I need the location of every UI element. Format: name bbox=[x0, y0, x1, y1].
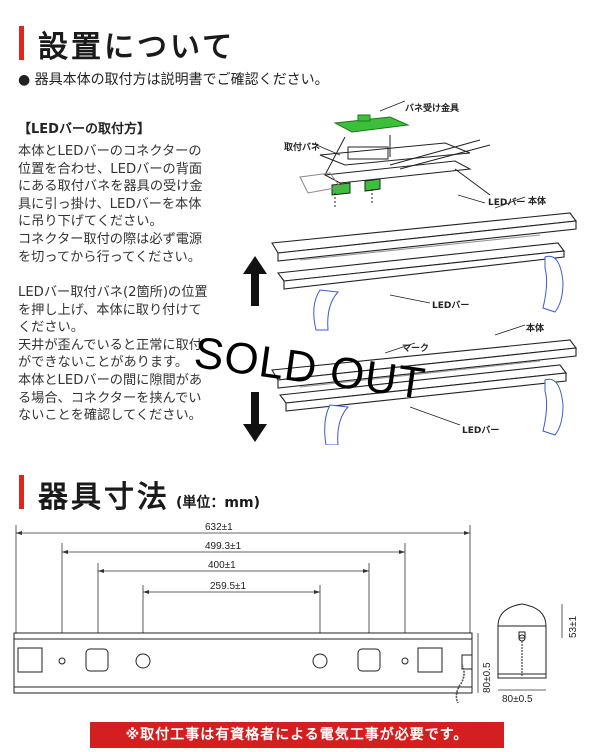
dim-profile-height: 53±1 bbox=[568, 615, 579, 638]
hand-left-upper bbox=[313, 289, 340, 331]
label-bracket: バネ受け金具 bbox=[405, 104, 460, 114]
bracket-detail bbox=[299, 114, 491, 207]
dimensions-title: 器具寸法 bbox=[38, 480, 170, 515]
arrow-up-icon bbox=[243, 256, 267, 306]
hand-left-lower bbox=[324, 404, 350, 445]
dim-overall: 632±1 bbox=[205, 522, 233, 533]
subheading-ledbar-install: 【LEDバーの取付方】 bbox=[18, 122, 150, 137]
dim-outer-holes: 499.3±1 bbox=[205, 541, 242, 552]
label-ledbar-c: LEDバー bbox=[462, 426, 500, 436]
label-ledbar-b: LEDバー bbox=[432, 301, 470, 311]
dimension-drawing-front: 632±1 499.3±1 400±1 259.5±1 80±0.5 bbox=[13, 522, 493, 704]
dimensions-unit: (単位：mm) bbox=[176, 495, 260, 511]
label-ledbar-a: LEDバー bbox=[488, 198, 526, 208]
label-spring: 取付バネ bbox=[284, 143, 321, 153]
install-note: ● 器具本体の取付方は説明書でご確認ください。 bbox=[18, 72, 329, 88]
arrow-down-icon bbox=[243, 392, 267, 442]
dimension-drawing-profile: 53±1 80±0.5 bbox=[497, 603, 579, 705]
footer-warning: ※取付工事は有資格者による電気工事が必要です。 bbox=[90, 722, 504, 748]
section-title-dimensions: 器具寸法 (単位：mm) bbox=[38, 472, 260, 516]
fixture-upper bbox=[271, 212, 578, 290]
label-body-a: 本体 bbox=[528, 197, 547, 207]
section-title-installation: 設置について bbox=[38, 30, 236, 65]
fixture-lower bbox=[271, 339, 578, 412]
hand-right-lower bbox=[542, 378, 564, 436]
label-body-b: 本体 bbox=[526, 324, 545, 334]
label-mark: マーク bbox=[402, 344, 430, 354]
dim-height-side: 80±0.5 bbox=[482, 662, 493, 693]
dim-inner-holes: 259.5±1 bbox=[210, 581, 247, 592]
installation-diagram bbox=[271, 100, 578, 445]
install-paragraph-1: 本体とLEDバーのコネクターの 位置を合わせ、LEDバーの背面 にある取付バネを… bbox=[18, 144, 203, 265]
install-paragraph-2: LEDバー取付バネ(2箇所)の位置 を押し上げ、本体に取り付けて ください。 天… bbox=[18, 285, 208, 424]
hand-right-upper bbox=[542, 255, 564, 313]
dim-mid-holes: 400±1 bbox=[208, 560, 236, 571]
section-accent-bar bbox=[19, 26, 24, 60]
dim-profile-width: 80±0.5 bbox=[502, 694, 533, 705]
section-accent-bar-2 bbox=[19, 475, 24, 509]
